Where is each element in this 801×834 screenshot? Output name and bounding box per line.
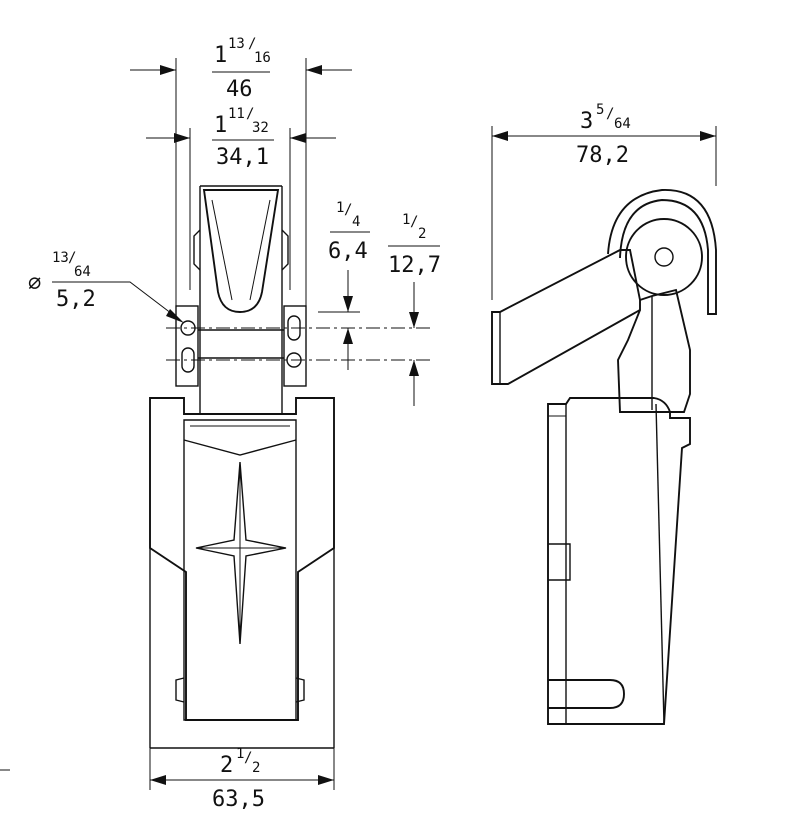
dim-top-outer: 1 13 / 16 46 bbox=[130, 36, 352, 306]
star-emblem bbox=[195, 461, 287, 645]
dim-side-width: 3 5 / 64 78,2 bbox=[491, 102, 717, 300]
dim-side-width-metric: 78,2 bbox=[576, 143, 629, 168]
dim-side-width-num: 5 bbox=[596, 102, 604, 118]
svg-text:/: / bbox=[246, 106, 254, 122]
svg-text:/: / bbox=[410, 214, 418, 230]
dim-hole-num: 13 bbox=[52, 250, 69, 266]
dim-slot-large: 1 / 2 12,7 bbox=[388, 212, 441, 406]
dim-top-outer-metric: 46 bbox=[226, 77, 253, 102]
dim-slot-large-metric: 12,7 bbox=[388, 253, 441, 278]
svg-text:/: / bbox=[344, 202, 352, 218]
dim-hole-diameter: ⌀ 13 / 64 5,2 bbox=[28, 250, 184, 323]
svg-text:/: / bbox=[248, 36, 256, 52]
dim-slot-large-num: 1 bbox=[402, 212, 410, 228]
dim-slot-large-den: 2 bbox=[418, 226, 426, 242]
dim-base-width-num: 1 bbox=[236, 746, 244, 762]
side-view bbox=[491, 189, 717, 725]
svg-text:/: / bbox=[606, 106, 614, 122]
front-housing bbox=[149, 397, 335, 749]
dim-top-inner-metric: 34,1 bbox=[216, 145, 269, 170]
dim-top-inner: 1 11 / 32 34,1 bbox=[146, 106, 336, 290]
dim-side-width-whole: 3 bbox=[580, 109, 593, 134]
dim-slot-small-den: 4 bbox=[352, 214, 360, 230]
dim-base-width: 2 1 / 2 63,5 bbox=[149, 746, 335, 812]
dim-top-outer-num: 13 bbox=[228, 36, 245, 52]
dim-side-width-den: 64 bbox=[614, 116, 631, 132]
dim-top-outer-whole: 1 bbox=[214, 43, 227, 68]
front-keeper bbox=[175, 185, 307, 414]
dim-slot-small: 1 / 4 6,4 bbox=[318, 200, 370, 370]
dim-top-inner-num: 11 bbox=[228, 106, 245, 122]
dim-top-inner-den: 32 bbox=[252, 120, 269, 136]
dim-hole-den: 64 bbox=[74, 264, 91, 280]
diameter-symbol: ⌀ bbox=[28, 271, 41, 296]
dim-base-width-metric: 63,5 bbox=[212, 787, 265, 812]
dim-slot-small-metric: 6,4 bbox=[328, 239, 368, 264]
svg-text:/: / bbox=[68, 250, 76, 266]
dim-top-outer-den: 16 bbox=[254, 50, 271, 66]
svg-text:/: / bbox=[244, 750, 252, 766]
dim-base-width-whole: 2 bbox=[220, 753, 233, 778]
dim-hole-metric: 5,2 bbox=[56, 287, 96, 312]
dim-slot-small-num: 1 bbox=[336, 200, 344, 216]
dim-top-inner-whole: 1 bbox=[214, 113, 227, 138]
front-view bbox=[149, 185, 430, 749]
dim-base-width-den: 2 bbox=[252, 760, 260, 776]
